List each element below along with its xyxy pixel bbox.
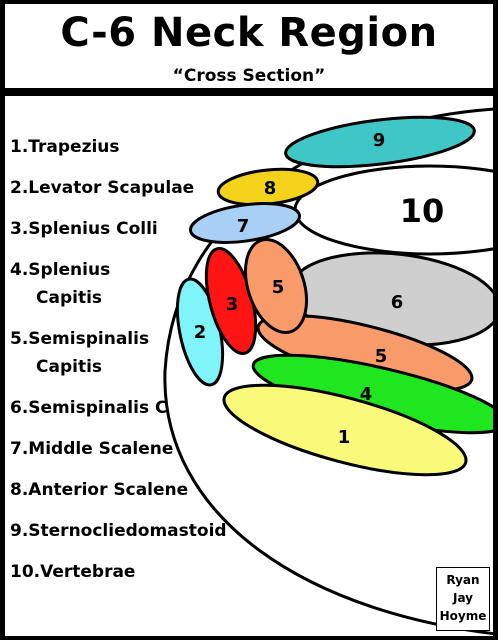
credit-line-3: Hoyme: [439, 609, 487, 623]
legend-item-1: 1.Trapezius: [10, 137, 120, 157]
legend-item-8: 8.Anterior Scalene: [10, 480, 189, 500]
title-header: C-6 Neck Region “Cross Section”: [5, 4, 493, 88]
muscle-5-semispinalis-capitis-upper: [244, 238, 308, 334]
legend-item-10: 10.Vertebrae: [10, 562, 136, 582]
legend-item-7: 7.Middle Scalene: [10, 439, 174, 459]
legend-item-2: 2.Levator Scapulae: [10, 178, 195, 198]
label-4: 4: [360, 384, 373, 405]
muscle-7-middle-scalene: [188, 202, 302, 244]
muscle-1-trapezius: [222, 383, 468, 477]
author-credit: Ryan Jay Hoyme: [436, 567, 490, 631]
label-5-upper: 5: [272, 277, 285, 298]
label-9: 9: [373, 130, 386, 151]
credit-line-2: Jay: [452, 591, 473, 605]
legend-item-3: 3.Splenius Colli: [10, 219, 158, 239]
label-7: 7: [237, 216, 250, 237]
legend-item-6: 6.Semispinalis Colli: [10, 398, 197, 418]
page-title: C-6 Neck Region: [60, 10, 438, 56]
legend-item-9: 9.Sternocliedomastoid: [10, 521, 227, 541]
cross-section-diagram: 10 9 8 7 6 5 5 4 3 2 1: [163, 107, 493, 636]
credit-line-1: Ryan: [446, 573, 480, 587]
muscle-9-sternocleidomastoid: [284, 115, 476, 169]
label-3: 3: [226, 294, 239, 315]
label-2: 2: [194, 322, 207, 343]
label-1: 1: [338, 427, 351, 448]
label-8: 8: [264, 178, 277, 199]
page-subtitle: “Cross Section”: [172, 66, 326, 86]
diagram-panel: 1.Trapezius 2.Levator Scapulae 3.Spleniu…: [5, 96, 493, 636]
label-5-lower: 5: [375, 346, 388, 367]
label-6: 6: [391, 292, 404, 313]
label-10: 10: [400, 192, 445, 230]
